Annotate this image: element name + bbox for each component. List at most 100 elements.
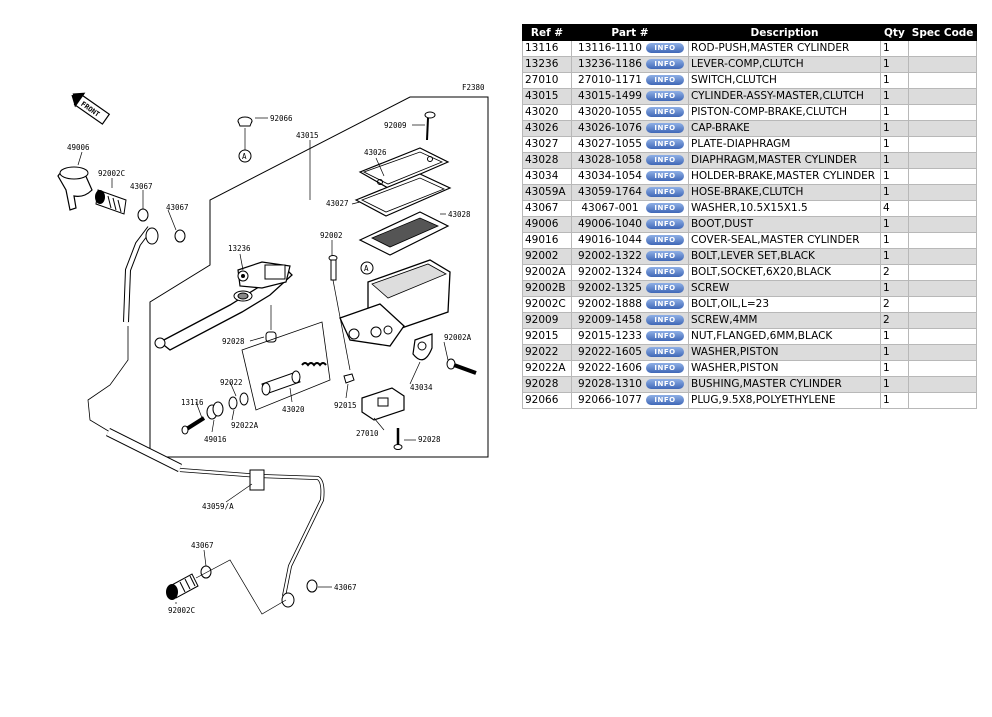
- info-button[interactable]: INFO: [646, 267, 684, 277]
- spec-code-cell: [907, 296, 978, 313]
- description-cell: WASHER,PISTON: [688, 360, 881, 377]
- info-button[interactable]: INFO: [646, 219, 684, 229]
- part-number: 43034-1054: [578, 170, 642, 182]
- part-cell: 92028-1310 INFO: [571, 376, 689, 393]
- dust-boot-part: [57, 166, 93, 211]
- description-cell: HOLDER-BRAKE,MASTER CYLINDER: [688, 168, 881, 185]
- ref-cell: 43034: [522, 168, 572, 185]
- part-number: 27010-1171: [578, 74, 642, 86]
- spec-code-cell: [907, 72, 978, 89]
- info-button[interactable]: INFO: [646, 315, 684, 325]
- part-number: 92028-1310: [578, 378, 642, 390]
- screw-92009-part: [424, 111, 436, 141]
- info-button[interactable]: INFO: [646, 395, 684, 405]
- part-number: 13236-1186: [578, 58, 642, 70]
- switch-part: [361, 387, 405, 421]
- info-button[interactable]: INFO: [646, 299, 684, 309]
- info-button[interactable]: INFO: [646, 251, 684, 261]
- description-cell: SWITCH,CLUTCH: [688, 72, 881, 89]
- label-92009: 92009: [384, 121, 407, 130]
- info-button[interactable]: INFO: [646, 155, 684, 165]
- description-cell: WASHER,10.5X15X1.5: [688, 200, 881, 217]
- label-92028-b: 92028: [418, 435, 441, 444]
- washer-43067-c: [200, 565, 212, 579]
- info-button[interactable]: INFO: [646, 171, 684, 181]
- spec-code-cell: [907, 376, 978, 393]
- label-49016: 49016: [204, 435, 227, 444]
- part-number: 43028-1058: [578, 154, 642, 166]
- label-43067-d: 43067: [334, 583, 357, 592]
- ref-cell: 92002: [522, 248, 572, 265]
- description-cell: NUT,FLANGED,6MM,BLACK: [688, 328, 881, 345]
- part-cell: 92002-1888 INFO: [571, 296, 689, 313]
- nut-part: [343, 373, 355, 384]
- info-button[interactable]: INFO: [646, 235, 684, 245]
- label-92028: 92028: [222, 337, 245, 346]
- ref-cell: 13116: [522, 40, 572, 57]
- info-button[interactable]: INFO: [646, 363, 684, 373]
- info-button[interactable]: INFO: [646, 331, 684, 341]
- info-button[interactable]: INFO: [646, 123, 684, 133]
- svg-text:A: A: [364, 264, 369, 273]
- qty-cell: 1: [880, 40, 909, 57]
- qty-cell: 1: [880, 184, 909, 201]
- label-43067-b: 43067: [166, 203, 189, 212]
- info-button[interactable]: INFO: [646, 75, 684, 85]
- info-button[interactable]: INFO: [646, 379, 684, 389]
- info-button[interactable]: INFO: [646, 203, 684, 213]
- qty-cell: 1: [880, 104, 909, 121]
- spec-code-cell: [907, 264, 978, 281]
- qty-cell: 1: [880, 120, 909, 137]
- label-43028: 43028: [448, 210, 471, 219]
- part-cell: 43028-1058 INFO: [571, 152, 689, 169]
- ref-cell: 92002C: [522, 296, 572, 313]
- ref-cell: 43027: [522, 136, 572, 153]
- qty-cell: 1: [880, 56, 909, 73]
- info-button[interactable]: INFO: [646, 59, 684, 69]
- spec-code-cell: [907, 344, 978, 361]
- label-27010: 27010: [356, 429, 379, 438]
- info-button[interactable]: INFO: [646, 347, 684, 357]
- clutch-lever-part: [154, 261, 293, 351]
- part-number: 43059-1764: [578, 186, 642, 198]
- part-number: 92002-1888: [578, 298, 642, 310]
- ref-cell: 49006: [522, 216, 572, 233]
- info-button[interactable]: INFO: [646, 43, 684, 53]
- ref-cell: 92022A: [522, 360, 572, 377]
- label-92002c-b: 92002C: [168, 606, 195, 615]
- qty-cell: 1: [880, 376, 909, 393]
- parts-diagram: F2380 FRONT A: [57, 83, 489, 615]
- qty-cell: 2: [880, 264, 909, 281]
- parts-table: Ref # Part # Description Qty Spec Code 1…: [522, 24, 978, 409]
- ref-cell: 13236: [522, 56, 572, 73]
- info-button[interactable]: INFO: [646, 139, 684, 149]
- description-cell: ROD-PUSH,MASTER CYLINDER: [688, 40, 881, 57]
- diagram-code: F2380: [462, 83, 485, 92]
- info-button[interactable]: INFO: [646, 91, 684, 101]
- label-92002a: 92002A: [444, 333, 472, 342]
- qty-cell: 4: [880, 200, 909, 217]
- table-row: 43034 43034-1054 INFO HOLDER-BRAKE,MASTER C…: [522, 168, 978, 185]
- info-button[interactable]: INFO: [646, 187, 684, 197]
- ref-cell: 92002B: [522, 280, 572, 297]
- bolt-92002-part: [328, 255, 351, 371]
- part-number: 43015-1499: [578, 90, 642, 102]
- ref-cell: 49016: [522, 232, 572, 249]
- washer-92022a: [228, 396, 238, 410]
- info-button[interactable]: INFO: [646, 283, 684, 293]
- info-button[interactable]: INFO: [646, 107, 684, 117]
- label-13236: 13236: [228, 244, 251, 253]
- seal-cover-part: [206, 401, 224, 420]
